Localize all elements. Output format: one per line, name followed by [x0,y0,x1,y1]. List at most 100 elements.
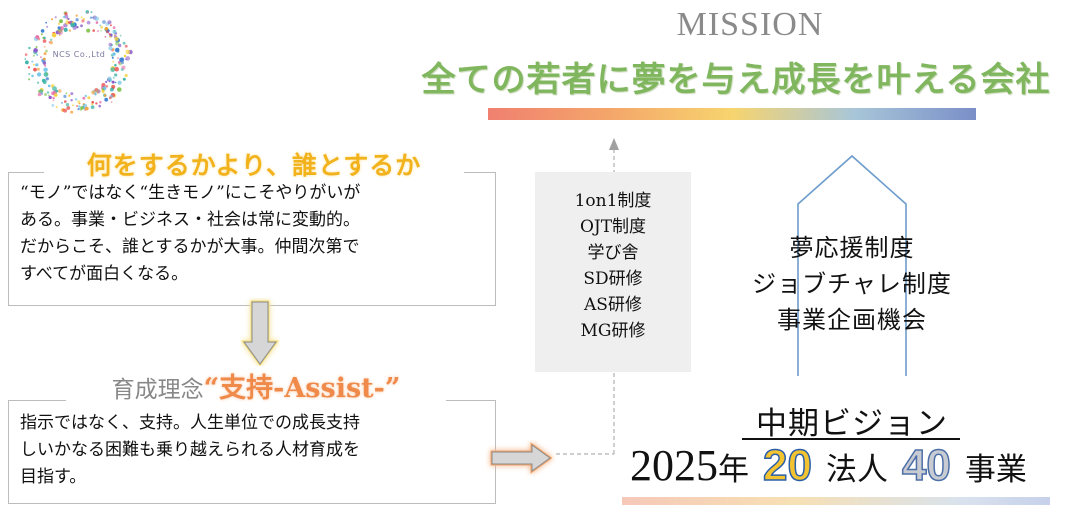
logo-dot [46,72,48,75]
logo-dot [108,33,111,35]
logo-dot [63,108,68,113]
training-item: AS研修 [584,295,642,315]
logo-dot [100,25,104,29]
vision-year: 2025 [630,441,718,490]
logo-dot [35,46,38,48]
house-outline [797,154,907,376]
logo-dot [80,16,83,19]
logo-dot [110,101,113,104]
logo-dot [70,110,74,114]
logo-dot [107,76,112,81]
logo-dot [51,18,53,21]
vision-corporations-unit: 法人 [825,452,888,488]
training-panel [535,172,691,372]
logo-dot [37,90,40,93]
logo-dot [66,19,68,21]
logo-dot [63,27,68,32]
logo-dot [45,49,48,53]
development-body: 指示ではなく、支持。人生単位での成長支持 しいかなる困難も乗り越えられる人材育成… [20,410,488,491]
training-item: OJT制度 [579,217,647,237]
development-line: しいかなる困難も乗り越えられる人材育成を [20,440,360,460]
company-logo [24,10,133,114]
logo-dot [32,54,35,57]
logo-dot [42,36,45,39]
logo-dot [46,25,49,28]
vision-business-unit: 事業 [964,452,1027,488]
training-list: 1on1制度 OJT制度 学び舎 SD研修 AS研修 MG研修 [535,188,691,344]
logo-dot [47,84,51,88]
logo-dot [114,73,118,77]
logo-dot [40,29,45,33]
logo-dot [84,94,88,98]
logo-dot [57,22,61,25]
logo-dot [44,93,47,96]
logo-dot [70,92,74,96]
logo-dot [76,26,79,29]
logo-dot [28,78,31,81]
logo-dot [119,34,122,37]
program-item: ジョブチャレ制度 [752,270,952,298]
logo-dot [105,30,109,34]
logo-dot [114,66,119,72]
training-item: 1on1制度 [574,191,652,211]
logo-dot [51,91,55,96]
logo-dot [28,46,31,50]
logo-dot [105,80,108,83]
logo-dot [24,58,27,60]
logo-dot [94,93,97,96]
logo-dot [48,95,52,100]
logo-dot [75,14,78,17]
logo-dot [120,68,124,72]
logo-dot [31,74,34,78]
vision-title: 中期ビジョン [756,406,948,442]
logo-dot [59,19,63,24]
logo-dot [63,15,66,19]
logo-dot [117,87,122,92]
mission-statement: 全ての若者に夢を与え成長を叶える会社 [421,60,1051,100]
logo-dot [99,24,102,27]
logo-dot [37,72,42,77]
logo-dot [40,33,43,36]
logo-dot [115,47,120,52]
logo-dot [42,39,47,43]
program-item: 事業企画機会 [777,306,927,334]
logo-dot [51,32,57,38]
logo-dot [45,21,48,24]
logo-dot [111,56,114,59]
logo-dot [99,100,102,104]
logo-dot [48,41,51,44]
logo-dot [82,96,86,100]
logo-dot [108,42,113,47]
logo-dot [57,26,61,30]
philosophy-body: “モノ”ではなく“生きモノ”にこそやりがいが ある。事業・ビジネス・社会は常に変… [20,180,488,288]
development-line: 指示ではなく、支持。人生単位での成長支持 [20,413,360,433]
logo-dot [114,36,119,41]
logo-dot [27,66,31,69]
logo-dot [51,104,55,107]
logo-dot [124,44,128,48]
vision-underline [742,438,960,440]
logo-dot [86,28,91,33]
logo-dot [68,95,71,97]
logo-dot [123,54,127,58]
logo-dot [80,24,83,28]
training-item: 学び舎 [587,243,639,263]
logo-dot [91,101,94,104]
training-item: SD研修 [583,269,643,289]
logo-dot [35,35,40,39]
logo-dot [118,61,121,64]
logo-dot [48,94,50,97]
logo-dot [54,93,58,97]
logo-dot [102,20,106,24]
logo-dot [25,60,29,65]
logo-dot [33,48,38,53]
logo-dot [109,87,114,92]
logo-dot [94,16,99,22]
logo-dot [104,27,109,31]
logo-dot [36,81,40,84]
logo-dot [105,85,109,88]
logo-dot [111,84,116,89]
logo-dot [95,102,98,105]
mission-gradient-bar [488,108,976,120]
